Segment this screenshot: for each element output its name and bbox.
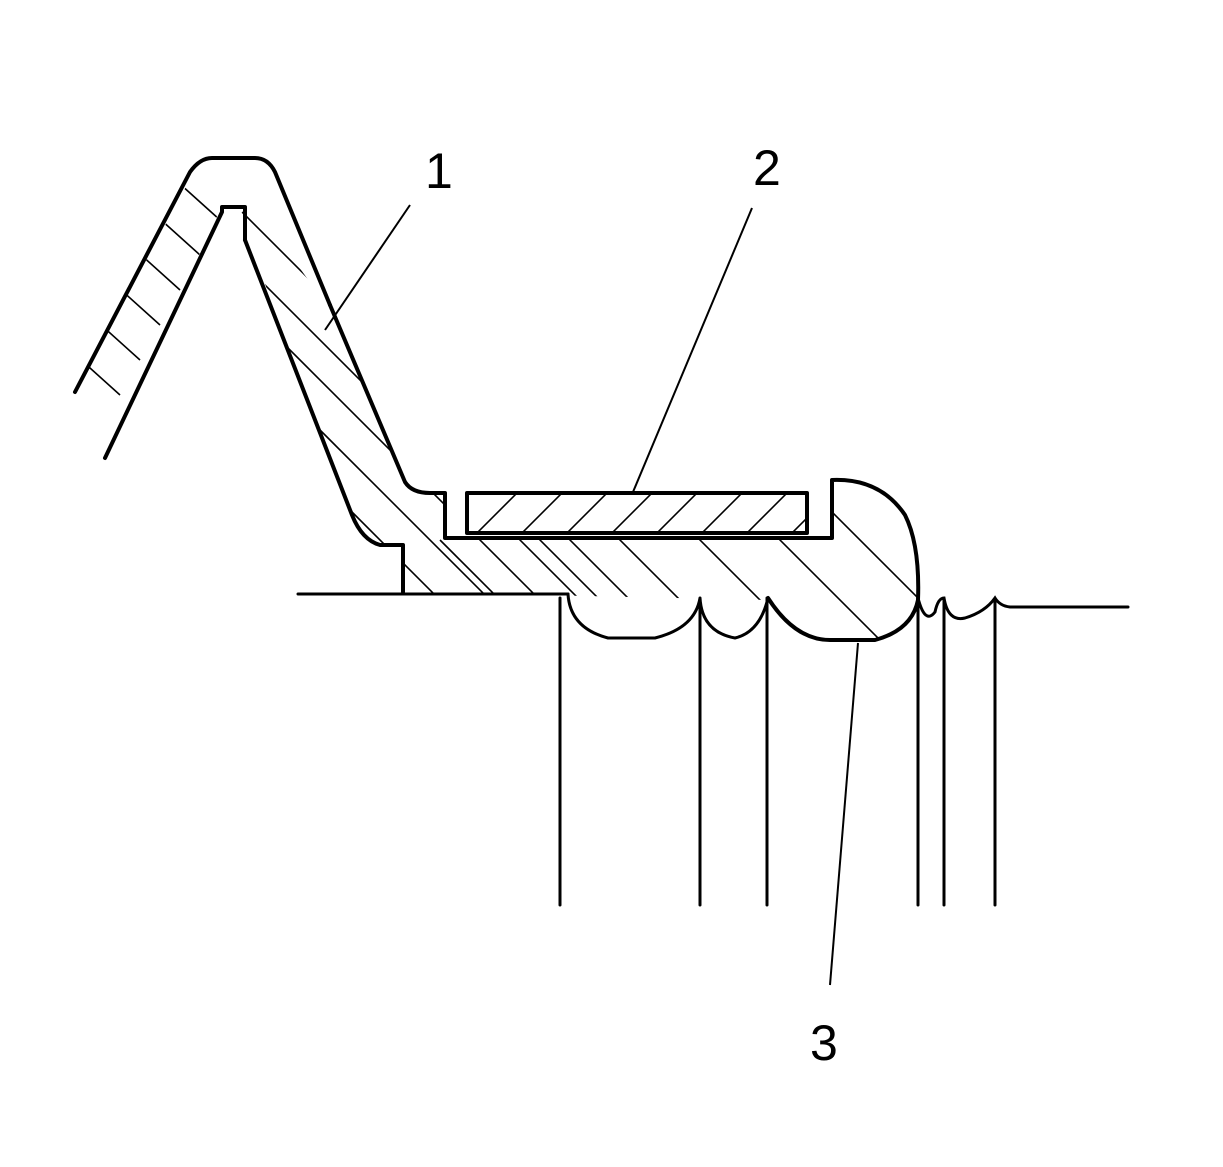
left-strip-outer-edge: [73, 156, 332, 394]
seal-body-outline: [243, 238, 921, 642]
leader-line-2: [632, 207, 753, 493]
leader-line-3: [829, 642, 859, 986]
base-line-right: [916, 595, 1130, 621]
callout-label-1: 1: [425, 143, 453, 199]
leader-line-1: [324, 204, 411, 331]
left-strip-hatching: [75, 174, 220, 425]
left-strip: [73, 156, 332, 460]
left-strip-inner-edge: [103, 205, 247, 460]
plate-outline: [465, 491, 809, 535]
plate: [465, 491, 809, 535]
callout-label-3: 3: [810, 1015, 838, 1071]
callout-label-2: 2: [753, 140, 781, 196]
base-lobes: [566, 592, 770, 640]
seal-body: [240, 208, 921, 642]
base-profile: [296, 592, 1130, 907]
